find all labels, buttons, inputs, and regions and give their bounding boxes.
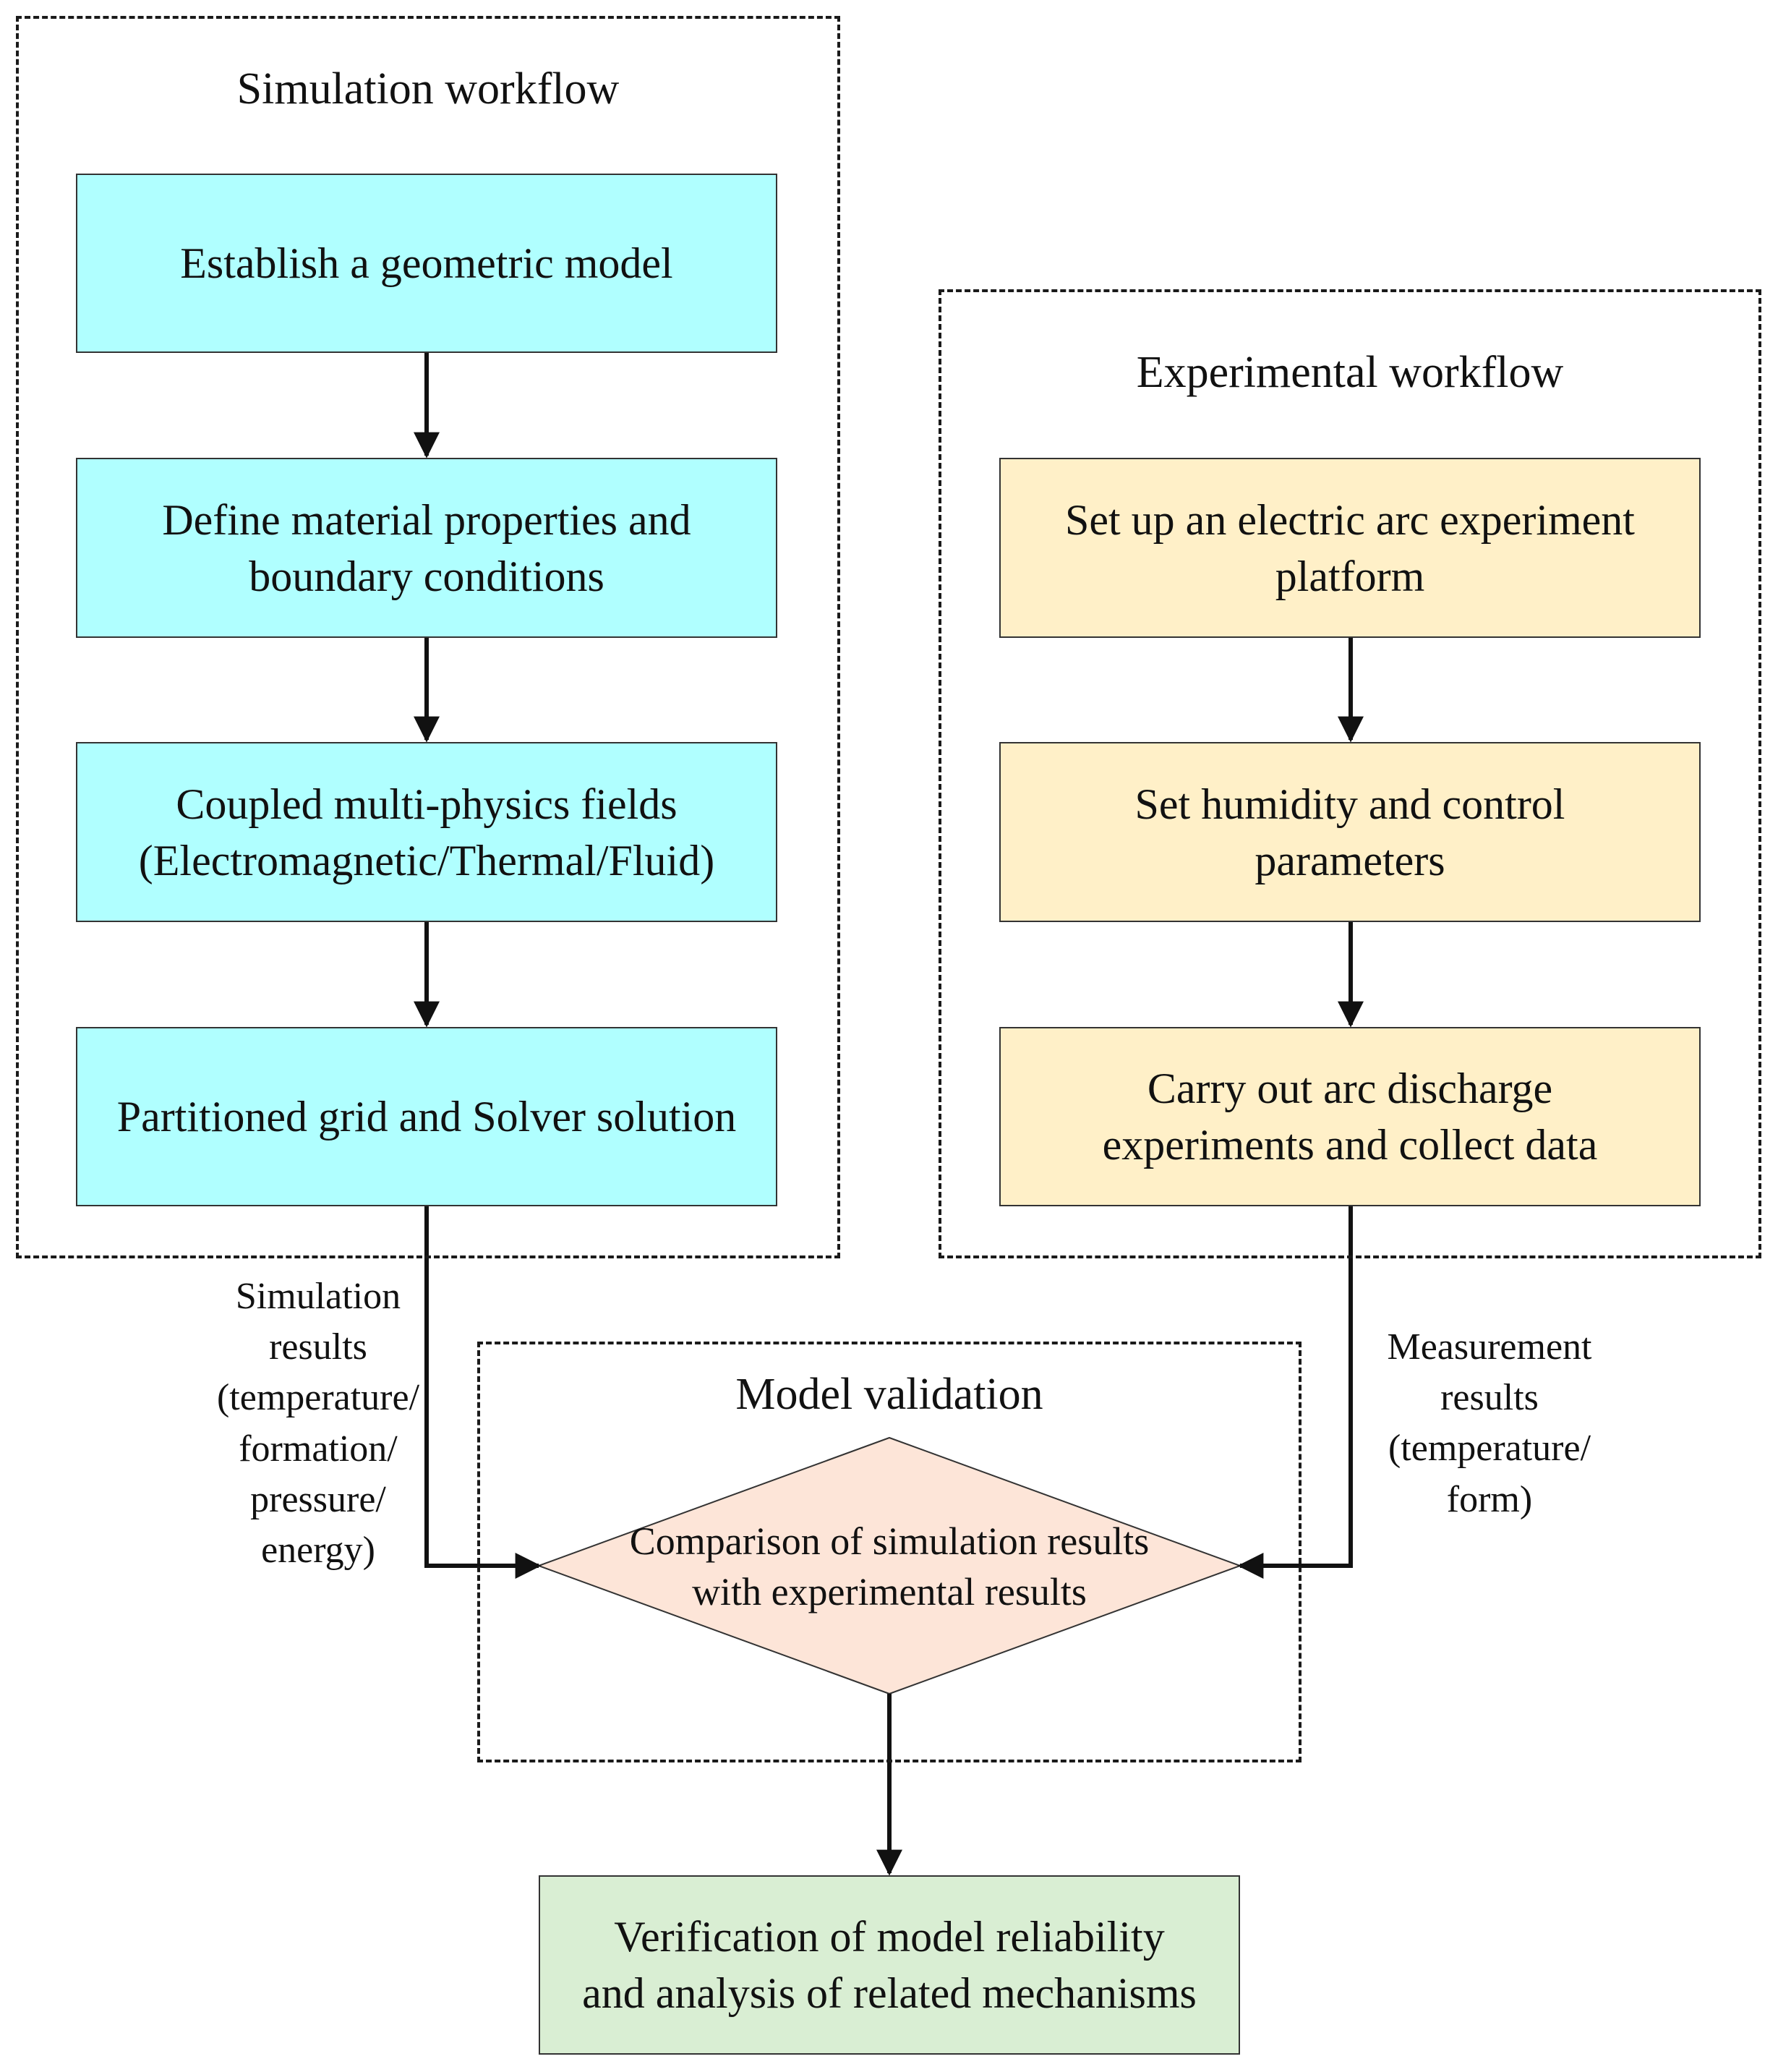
label-line: Simulation — [235, 1276, 401, 1317]
experimental-workflow-title: Experimental workflow — [1136, 348, 1564, 397]
step-arc-discharge-experiments: Carry out arc discharge experiments and … — [999, 1027, 1701, 1206]
final-line: Verification of model reliability — [614, 1913, 1165, 1961]
label-line: pressure/ — [250, 1478, 386, 1520]
step-text: Establish a geometric model — [180, 239, 673, 287]
step-setup-arc-platform: Set up an electric arc experiment platfo… — [999, 458, 1701, 638]
label-line: results — [1440, 1377, 1539, 1419]
label-line: form) — [1446, 1478, 1533, 1520]
model-validation-title: Model validation — [735, 1370, 1043, 1419]
label-line: Measurement — [1387, 1326, 1592, 1368]
label-line: (temperature/ — [216, 1377, 420, 1419]
label-line: results — [269, 1326, 367, 1368]
step-text: Partitioned grid and Solver solution — [116, 1093, 737, 1141]
simulation-workflow-title: Simulation workflow — [236, 64, 620, 114]
final-verification-box: Verification of model reliability and an… — [539, 1875, 1240, 2055]
step-set-humidity: Set humidity and control parameters — [999, 742, 1701, 922]
comparison-line: Comparison of simulation results — [629, 1519, 1150, 1563]
comparison-line: with experimental results — [692, 1570, 1087, 1614]
final-line: and analysis of related mechanisms — [582, 1969, 1197, 2017]
model-validation-group — [477, 1342, 1302, 1762]
step-text: Define material properties and — [162, 495, 691, 544]
experimental-workflow-group — [939, 289, 1761, 1258]
step-text: boundary conditions — [249, 552, 604, 600]
simulation-results-label: Simulation results (temperature/ formati… — [181, 1271, 456, 1576]
step-text: parameters — [1255, 836, 1445, 884]
arrow-measurement-to-comparison — [1237, 1206, 1353, 1579]
step-establish-geometric-model: Establish a geometric model — [76, 174, 777, 353]
step-text: platform — [1275, 552, 1425, 600]
step-text: Coupled multi-physics fields — [176, 780, 678, 828]
simulation-workflow-group — [16, 16, 840, 1258]
step-text: Set up an electric arc experiment — [1065, 495, 1635, 544]
measurement-results-label: Measurement results (temperature/ form) — [1345, 1322, 1634, 1525]
step-text: (Electromagnetic/Thermal/Fluid) — [138, 836, 715, 884]
arrow-simulation-to-comparison — [424, 1206, 542, 1579]
label-line: formation/ — [239, 1428, 398, 1470]
label-line: (temperature/ — [1388, 1428, 1591, 1470]
label-line: energy) — [261, 1529, 375, 1571]
step-text: Carry out arc discharge — [1147, 1065, 1553, 1112]
step-define-material-properties: Define material properties and boundary … — [76, 458, 777, 638]
step-partitioned-grid-solver: Partitioned grid and Solver solution — [76, 1027, 777, 1206]
comparison-text: Comparison of simulation results with ex… — [564, 1516, 1215, 1617]
step-text: experiments and collect data — [1102, 1121, 1598, 1169]
step-coupled-multiphysics: Coupled multi-physics fields (Electromag… — [76, 742, 777, 922]
step-text: Set humidity and control — [1134, 780, 1565, 828]
